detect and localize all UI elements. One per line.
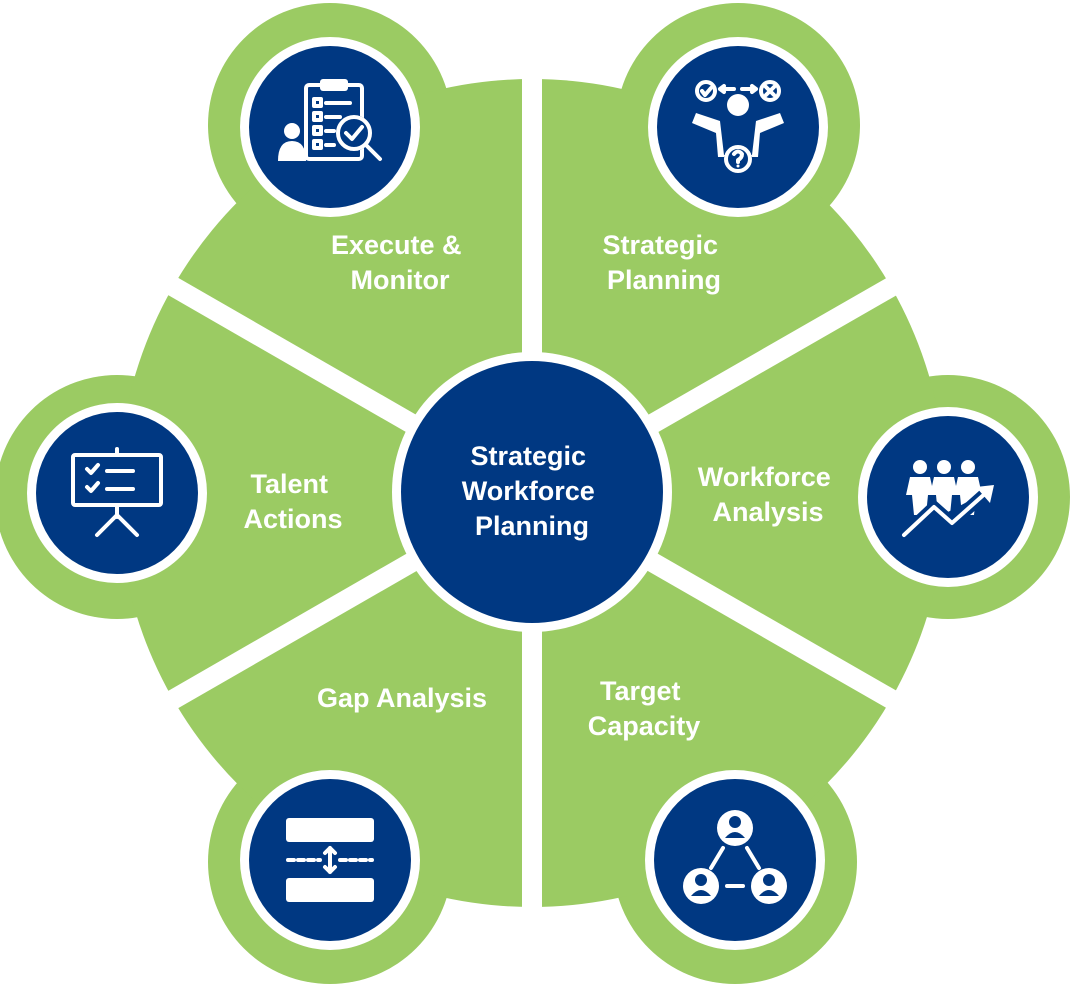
hub-line-3: Planning: [475, 511, 589, 541]
segment-label-execute: Execute & Monitor: [331, 230, 469, 295]
segment-label-strategic: Strategic Planning: [602, 230, 725, 295]
segment-label-execute-line-1: Execute &: [331, 230, 462, 260]
segment-label-strategic-line-1: Strategic: [602, 230, 718, 260]
segment-label-target: Target Capacity: [588, 676, 701, 741]
segment-label-workforce-line-2: Analysis: [712, 497, 823, 527]
network-people-icon: [683, 810, 787, 904]
segment-label-target-line-1: Target: [600, 676, 681, 706]
hub-circle: [401, 361, 663, 623]
gap-compare-icon: [286, 818, 374, 902]
hub-line-2: Workforce: [462, 476, 595, 506]
segment-label-gap-line-1: Gap Analysis: [317, 683, 487, 713]
segment-label-execute-line-2: Monitor: [351, 265, 450, 295]
hub-line-1: Strategic: [470, 441, 586, 471]
segment-label-target-line-2: Capacity: [588, 711, 701, 741]
hub-title: Strategic Workforce Planning: [462, 441, 603, 541]
segment-label-gap: Gap Analysis: [317, 683, 487, 713]
workforce-growth-icon: [899, 460, 994, 540]
segment-label-workforce: Workforce Analysis: [698, 462, 839, 527]
clipboard-check-icon: [278, 79, 382, 161]
segment-label-strategic-line-2: Planning: [607, 265, 721, 295]
presentation-board-icon: [71, 447, 163, 537]
segment-label-talent: Talent Actions: [243, 469, 342, 534]
decision-person-icon: [692, 80, 784, 173]
segment-label-workforce-line-1: Workforce: [698, 462, 831, 492]
segment-label-talent-line-2: Actions: [243, 504, 342, 534]
segment-label-talent-line-1: Talent: [250, 469, 328, 499]
